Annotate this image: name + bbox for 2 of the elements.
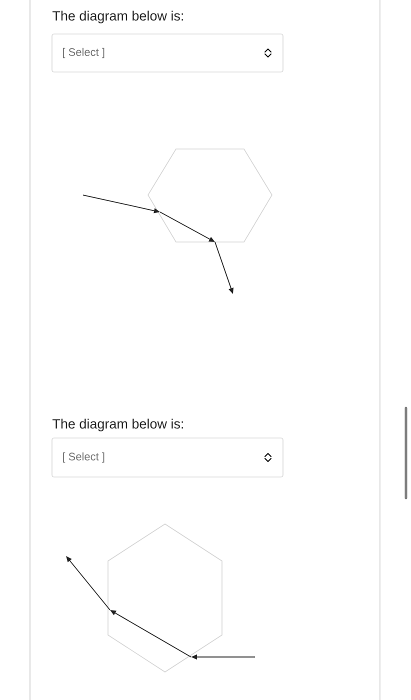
dropdown-field: [ Select ] [52, 438, 284, 478]
dropdown-field: [ Select ] [52, 34, 284, 72]
